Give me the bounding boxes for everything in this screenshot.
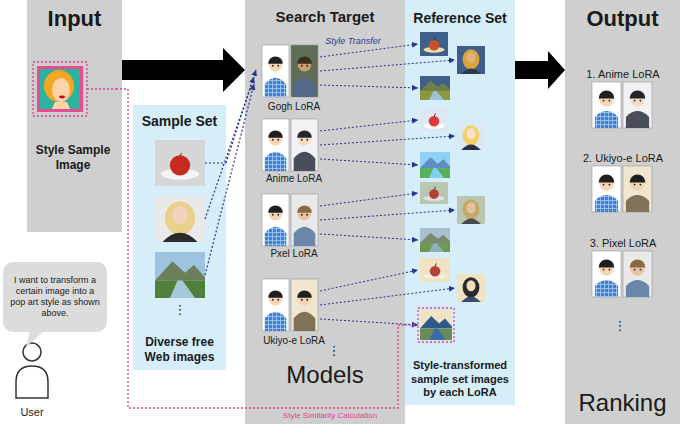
ellipsis: ⋮ [614, 318, 627, 333]
ellipsis: ⋮ [174, 302, 187, 317]
node-title: Reference Set [408, 10, 512, 27]
node-title: Search Target [249, 8, 401, 26]
user-head [23, 343, 41, 361]
models-panel: Search TargetModels Gogh LoRA Anime LoRA Px… [245, 0, 405, 424]
actor-label: User [20, 406, 43, 418]
ranking-item: 1. Anime LoRA [572, 66, 674, 132]
block-arrow [515, 51, 565, 89]
label-holder: User [10, 402, 54, 420]
node-title: 2. Ukiyo-e LoRA [573, 152, 673, 165]
label-holder: ⋮ [170, 300, 190, 318]
node-title: Ukiyo-e LoRA [257, 335, 331, 347]
ellipsis: ⋮ [328, 343, 341, 358]
node-caption: Diverse free Web images [137, 335, 222, 364]
node-title: Sample Set [137, 113, 222, 130]
node-caption: Style-transformed sample set images by e… [408, 359, 512, 399]
ranking-item: 2. Ukiyo-e LoRA [572, 150, 674, 216]
node-title: 3. Pixel LoRA [573, 237, 673, 250]
label-holder: Style Transfer [322, 30, 384, 48]
node-title: Output [569, 6, 676, 32]
reference-set-panel: Reference SetStyle-transformed sample se… [405, 0, 515, 405]
node-title: Pxel LoRA [257, 248, 331, 260]
label-holder: ⋮ [612, 316, 628, 334]
lora-model: Anime LoRA [256, 117, 332, 189]
style-sample-box: Style Sample Image [30, 60, 116, 176]
lora-model: Pxel LoRA [256, 192, 332, 264]
edge-label: Style Similarity Calculation [281, 411, 379, 420]
output-panel: OutputRanking 1. Anime LoRA 2. Ukiyo-e LoR… [565, 0, 680, 424]
node-title: Style Sample Image [32, 143, 114, 172]
node-caption: Ranking [569, 389, 676, 418]
ranking-item: 3. Pixel LoRA [572, 235, 674, 301]
node-title: I want to transform a certain image into… [8, 275, 102, 318]
node-title: Gogh LoRA [257, 101, 331, 113]
node-title: 1. Anime LoRA [573, 68, 673, 81]
bubble-tail [26, 331, 44, 347]
edge-label-holder: Style Similarity Calculation [281, 404, 379, 422]
block-arrow [122, 48, 245, 92]
label-holder: ⋮ [326, 341, 342, 359]
node-caption: Models [249, 361, 401, 390]
user-body [16, 366, 48, 398]
node-title: Anime LoRA [257, 173, 331, 185]
lora-model: Ukiyo-e LoRA [256, 277, 332, 351]
node-title: Input [31, 6, 118, 32]
annotation: Style Transfer [323, 36, 382, 46]
sample-set-panel: Sample SetDiverse free Web images [133, 105, 226, 370]
lora-model: Gogh LoRA [256, 43, 332, 117]
input-panel: InputStyle Sample Image [27, 0, 122, 232]
speech-bubble: I want to transform a certain image into… [3, 262, 107, 332]
